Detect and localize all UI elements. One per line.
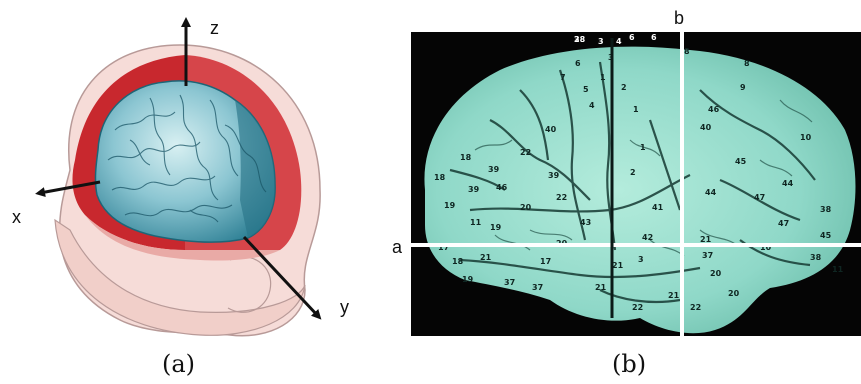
brodmann-area-label: 20 bbox=[520, 203, 532, 212]
brodmann-area-label: 4 bbox=[616, 37, 622, 46]
brodmann-area-label: 18 bbox=[452, 257, 464, 266]
z-axis-label: z bbox=[210, 18, 219, 38]
brodmann-area-label: 21 bbox=[595, 283, 607, 292]
brodmann-area-label: 47 bbox=[754, 193, 765, 202]
brodmann-area-label: 20 bbox=[710, 269, 722, 278]
brodmann-area-label: 22 bbox=[632, 303, 643, 312]
brodmann-area-label: 20 bbox=[728, 289, 740, 298]
brodmann-area-label: 21 bbox=[668, 291, 680, 300]
x-axis-label: x bbox=[12, 207, 21, 227]
brodmann-area-label: 39 bbox=[548, 171, 560, 180]
brodmann-area-label: 44 bbox=[705, 188, 717, 197]
brodmann-area-label: 21 bbox=[700, 235, 712, 244]
brodmann-area-label: 4 bbox=[589, 101, 595, 110]
brodmann-area-label: 11 bbox=[470, 218, 482, 227]
brodmann-area-label: 45 bbox=[735, 157, 747, 166]
brodmann-area-label: 3 bbox=[598, 37, 604, 46]
brodmann-area-label: 38 bbox=[820, 205, 832, 214]
brodmann-area-label: 6 bbox=[575, 59, 581, 68]
brodmann-area-label: 44 bbox=[782, 179, 794, 188]
caption-a: (a) bbox=[162, 350, 195, 378]
brodmann-area-label: 21 bbox=[480, 253, 492, 262]
brodmann-area-label: 42 bbox=[642, 233, 653, 242]
brodmann-area-label: 18 bbox=[434, 173, 446, 182]
brodmann-area-label: 1 bbox=[633, 105, 639, 114]
brodmann-area-label: 45 bbox=[820, 231, 832, 240]
brodmann-area-label: 10 bbox=[800, 133, 812, 142]
brodmann-area-label: 8 bbox=[744, 59, 750, 68]
brodmann-area-label: 37 bbox=[702, 251, 713, 260]
brodmann-area-label: 3 bbox=[638, 255, 644, 264]
brodmann-area-label: 47 bbox=[778, 219, 789, 228]
brodmann-area-label: 40 bbox=[545, 125, 557, 134]
brodmann-area-label: 41 bbox=[652, 203, 664, 212]
brodmann-area-label: 7 bbox=[560, 73, 566, 82]
brodmann-area-label: 1 bbox=[640, 143, 646, 152]
brodmann-area-label: 6 bbox=[629, 33, 635, 42]
brodmann-area-label: 22 bbox=[556, 193, 567, 202]
brodmann-area-label: 38 bbox=[810, 253, 822, 262]
brodmann-area-label: 37 bbox=[532, 283, 543, 292]
line-a-label: a bbox=[392, 237, 403, 257]
brodmann-area-label: 2 bbox=[621, 83, 627, 92]
brodmann-area-label: 43 bbox=[580, 218, 591, 227]
brodmann-area-label: 18 bbox=[460, 153, 472, 162]
brodmann-area-label: 2 bbox=[630, 168, 636, 177]
brodmann-area-label: 17 bbox=[540, 257, 551, 266]
brodmann-area-label: 5 bbox=[583, 85, 589, 94]
panel-a-head-illustration bbox=[55, 45, 320, 336]
brodmann-area-label: 39 bbox=[468, 185, 480, 194]
brodmann-area-label: 40 bbox=[700, 123, 712, 132]
brodmann-area-label: 38 bbox=[574, 35, 586, 44]
brodmann-area-label: 9 bbox=[740, 83, 746, 92]
caption-b: (b) bbox=[612, 350, 646, 378]
brodmann-area-label: 1 bbox=[600, 73, 606, 82]
brodmann-area-label: 11 bbox=[832, 265, 844, 274]
panel-b-brain-map bbox=[411, 32, 861, 336]
brodmann-area-label: 21 bbox=[612, 261, 624, 270]
brodmann-area-label: 39 bbox=[488, 165, 500, 174]
line-b-label: b bbox=[674, 8, 684, 28]
brodmann-area-label: 46 bbox=[496, 183, 508, 192]
brodmann-area-label: 46 bbox=[708, 105, 720, 114]
brodmann-area-label: 6 bbox=[651, 33, 657, 42]
brodmann-area-label: 19 bbox=[462, 275, 474, 284]
brodmann-area-label: 22 bbox=[520, 148, 531, 157]
brodmann-area-label: 19 bbox=[490, 223, 502, 232]
brodmann-area-label: 19 bbox=[444, 201, 456, 210]
brodmann-area-label: 37 bbox=[504, 278, 515, 287]
brodmann-area-label: 8 bbox=[684, 47, 690, 56]
brodmann-area-label: 22 bbox=[690, 303, 701, 312]
y-axis-label: y bbox=[340, 297, 349, 317]
